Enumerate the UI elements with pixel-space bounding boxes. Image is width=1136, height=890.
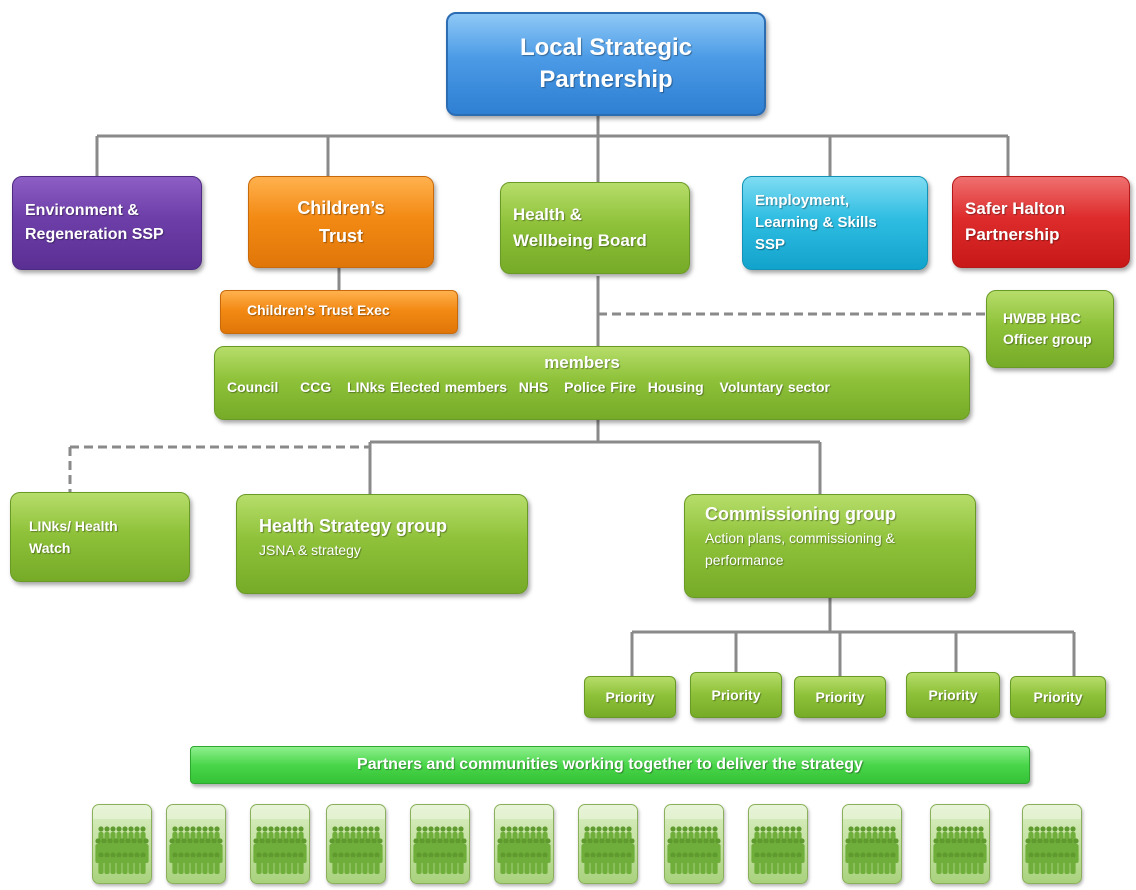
members-title: members <box>544 353 620 372</box>
people-group-icon <box>92 804 152 884</box>
people-group-icon <box>664 804 724 884</box>
member-elected-members: Elected members <box>390 379 507 395</box>
priority-box: Priority <box>906 672 1000 718</box>
childrens-trust-line2: Trust <box>318 226 363 246</box>
member-fire: Fire <box>610 379 636 395</box>
hwb-line2: Wellbeing Board <box>513 231 647 250</box>
priority-label: Priority <box>928 687 978 703</box>
partners-banner: Partners and communities working togethe… <box>190 746 1030 784</box>
environment-line2: Regeneration SSP <box>25 226 164 243</box>
employment-line2: Learning & Skills <box>755 214 877 231</box>
health-wellbeing-board-box: Health & Wellbeing Board <box>500 182 690 274</box>
priority-box: Priority <box>584 676 676 718</box>
hwb-line1: Health & <box>513 205 582 224</box>
links-hw-line1: LINks/ Health <box>29 518 118 534</box>
environment-regeneration-box: Environment & Regeneration SSP <box>12 176 202 270</box>
people-group-icon <box>494 804 554 884</box>
links-hw-line2: Watch <box>29 540 71 556</box>
health-strategy-sub: JSNA & strategy <box>259 542 361 558</box>
member-ccg: CCG <box>300 379 332 395</box>
hwbb-officer-line2: Officer group <box>1003 331 1092 347</box>
people-group-icon <box>930 804 990 884</box>
environment-line1: Environment & <box>25 202 139 219</box>
people-group-icon <box>250 804 310 884</box>
people-group-icon <box>1022 804 1082 884</box>
member-nhs: NHS <box>518 379 549 395</box>
employment-line1: Employment, <box>755 192 850 209</box>
links-health-watch-box: LINks/ Health Watch <box>10 492 190 582</box>
safer-line2: Partnership <box>965 225 1060 244</box>
member-housing: Housing <box>647 379 704 395</box>
commissioning-title: Commissioning group <box>705 504 896 524</box>
childrens-trust-exec-label: Children’s Trust Exec <box>247 302 390 318</box>
members-box: members Council CCG LINks Elected member… <box>214 346 970 420</box>
priority-box: Priority <box>1010 676 1106 718</box>
lsp-line2: Partnership <box>539 66 673 93</box>
hwbb-officer-group-box: HWBB HBC Officer group <box>986 290 1114 368</box>
hwbb-officer-line1: HWBB HBC <box>1003 310 1081 326</box>
member-voluntary-sector: Voluntary sector <box>719 379 830 395</box>
priority-label: Priority <box>711 687 761 703</box>
lsp-line1: Local Strategic <box>519 34 693 61</box>
member-police: Police <box>564 379 606 395</box>
local-strategic-partnership-box: Local Strategic Partnership <box>446 12 766 116</box>
priority-label: Priority <box>1033 689 1083 705</box>
childrens-trust-box: Children’s Trust <box>248 176 434 268</box>
employment-learning-skills-box: Employment, Learning & Skills SSP <box>742 176 928 270</box>
priority-box: Priority <box>794 676 886 718</box>
people-group-icon <box>166 804 226 884</box>
people-group-icon <box>410 804 470 884</box>
priority-box: Priority <box>690 672 782 718</box>
people-group-icon <box>578 804 638 884</box>
member-council: Council <box>227 379 279 395</box>
member-links: LINks <box>347 379 386 395</box>
health-strategy-title: Health Strategy group <box>259 516 448 536</box>
people-group-icon <box>842 804 902 884</box>
commissioning-group-box: Commissioning group Action plans, commis… <box>684 494 976 598</box>
priority-label: Priority <box>605 689 655 705</box>
partners-banner-label: Partners and communities working togethe… <box>357 756 863 773</box>
commissioning-sub1: Action plans, commissioning & <box>705 530 895 546</box>
members-list: Council CCG LINks Elected members NHS Po… <box>227 379 969 395</box>
safer-line1: Safer Halton <box>965 199 1066 218</box>
childrens-trust-exec-box: Children’s Trust Exec <box>220 290 458 334</box>
health-strategy-group-box: Health Strategy group JSNA & strategy <box>236 494 528 594</box>
priority-label: Priority <box>815 689 865 705</box>
people-group-icon <box>326 804 386 884</box>
people-group-icon <box>748 804 808 884</box>
commissioning-sub2: performance <box>705 552 784 568</box>
safer-halton-partnership-box: Safer Halton Partnership <box>952 176 1130 268</box>
employment-line3: SSP <box>755 236 786 253</box>
childrens-trust-line1: Children’s <box>297 198 385 218</box>
